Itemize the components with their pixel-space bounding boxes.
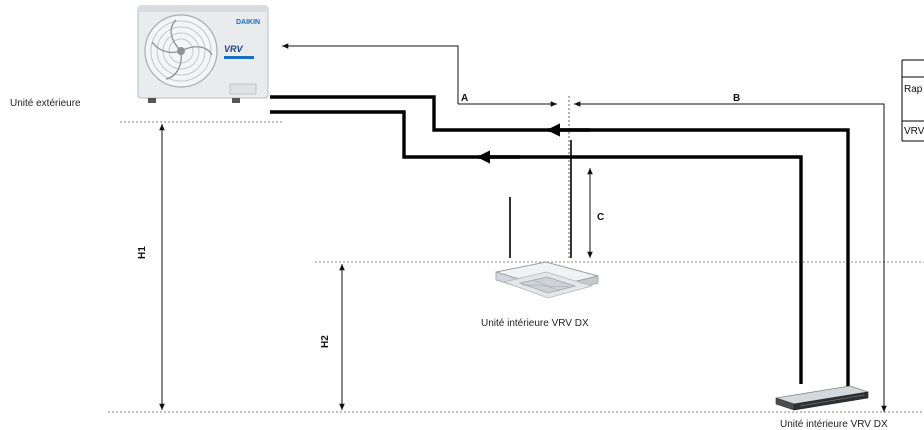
dimension-h2-label: H2 <box>320 335 331 348</box>
refrigerant-pipes <box>270 95 850 388</box>
table-cell-vrv: VRV <box>904 126 924 137</box>
ducted-unit-label: Unité intérieure VRV DX <box>780 419 888 430</box>
cassette-indoor-unit <box>495 261 599 299</box>
cassette-unit-label: Unité intérieure VRV DX <box>481 318 589 329</box>
dimension-c-label: C <box>597 212 604 223</box>
dimension-a-label: A <box>461 93 468 104</box>
table-cell-rap: Rap <box>904 84 923 95</box>
dimension-b-label: B <box>733 93 740 104</box>
outdoor-unit-label: Unité extérieure <box>10 98 81 109</box>
ducted-indoor-unit <box>775 385 869 411</box>
dimension-a <box>282 43 557 107</box>
vrv-badge: VRV <box>224 44 244 54</box>
outdoor-unit: DAIKIN VRV <box>137 5 269 103</box>
dimension-h1-label: H1 <box>137 246 148 259</box>
brand-logo: DAIKIN <box>236 19 260 26</box>
table-fragment <box>901 59 924 142</box>
dimension-b <box>574 101 887 412</box>
fan-grille-icon <box>144 14 218 88</box>
